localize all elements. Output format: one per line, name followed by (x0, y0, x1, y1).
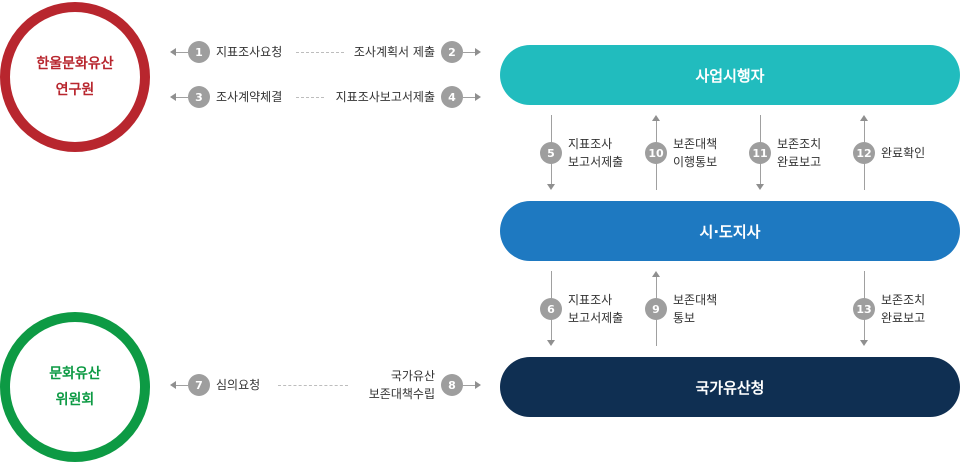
province-label: 시·도지사 (699, 222, 761, 241)
arrow-down-icon (547, 184, 555, 190)
step-badge-1: 1 (188, 41, 210, 63)
heritage-committee-name: 문화유산 (49, 366, 101, 382)
step-label-12: 완료확인 (881, 146, 926, 160)
step-label-6: 지표조사 보고서제출 (568, 293, 624, 325)
step-label-13: 보존조치 완료보고 (881, 293, 926, 325)
step-badge-5: 5 (540, 142, 562, 164)
arrow-left-icon (170, 381, 176, 389)
connector-line (176, 52, 188, 53)
dashed-connector (296, 52, 344, 53)
step-badge-6: 6 (540, 298, 562, 320)
heritage-committee-name-2: 위원회 (55, 392, 95, 408)
step-label-10: 보존대책 이행통보 (673, 137, 718, 169)
heritage-committee-node: 문화유산 위원회 (0, 312, 150, 462)
step-badge-7: 7 (188, 374, 210, 396)
arrow-up-icon (652, 115, 660, 121)
step-badge-9: 9 (645, 298, 667, 320)
step-badge-12: 12 (853, 142, 875, 164)
step-label-3: 조사계약체결 (216, 90, 283, 104)
connector-line (176, 385, 188, 386)
step-badge-3: 3 (188, 86, 210, 108)
step-label-4: 지표조사보고서제출 (335, 90, 435, 104)
national-agency-node: 국가유산청 (500, 357, 960, 417)
arrow-down-icon (756, 184, 764, 190)
step-label-2: 조사계획서 제출 (353, 45, 435, 59)
step-label-5: 지표조사 보고서제출 (568, 137, 624, 169)
arrow-left-icon (170, 48, 176, 56)
arrow-up-icon (860, 115, 868, 121)
step-label-7: 심의요청 (216, 378, 261, 392)
step-label-8: 국가유산 보존대책수립 (368, 369, 435, 401)
connector-line (463, 385, 475, 386)
national-agency-label: 국가유산청 (695, 378, 765, 397)
connector-line (463, 52, 475, 53)
province-node: 시·도지사 (500, 201, 960, 261)
step-label-9: 보존대책 통보 (673, 293, 718, 325)
step-badge-13: 13 (853, 298, 875, 320)
dashed-connector (278, 385, 348, 386)
research-institute-node: 한울문화유산 연구원 (0, 2, 150, 152)
step-badge-10: 10 (645, 142, 667, 164)
step-badge-11: 11 (749, 142, 771, 164)
step-badge-2: 2 (441, 41, 463, 63)
arrow-down-icon (547, 340, 555, 346)
step-badge-4: 4 (441, 86, 463, 108)
connector-line (463, 97, 475, 98)
project-operator-label: 사업시행자 (695, 66, 765, 85)
arrow-right-icon (475, 93, 481, 101)
arrow-up-icon (652, 271, 660, 277)
connector-line (176, 97, 188, 98)
step-label-1: 지표조사요청 (216, 45, 283, 59)
project-operator-node: 사업시행자 (500, 45, 960, 105)
arrow-down-icon (860, 340, 868, 346)
step-label-11: 보존조치 완료보고 (777, 137, 822, 169)
arrow-left-icon (170, 93, 176, 101)
dashed-connector (296, 97, 324, 98)
arrow-right-icon (475, 48, 481, 56)
research-institute-name-2: 연구원 (55, 82, 95, 98)
step-badge-8: 8 (441, 374, 463, 396)
research-institute-name: 한울문화유산 (36, 56, 114, 72)
arrow-right-icon (475, 381, 481, 389)
